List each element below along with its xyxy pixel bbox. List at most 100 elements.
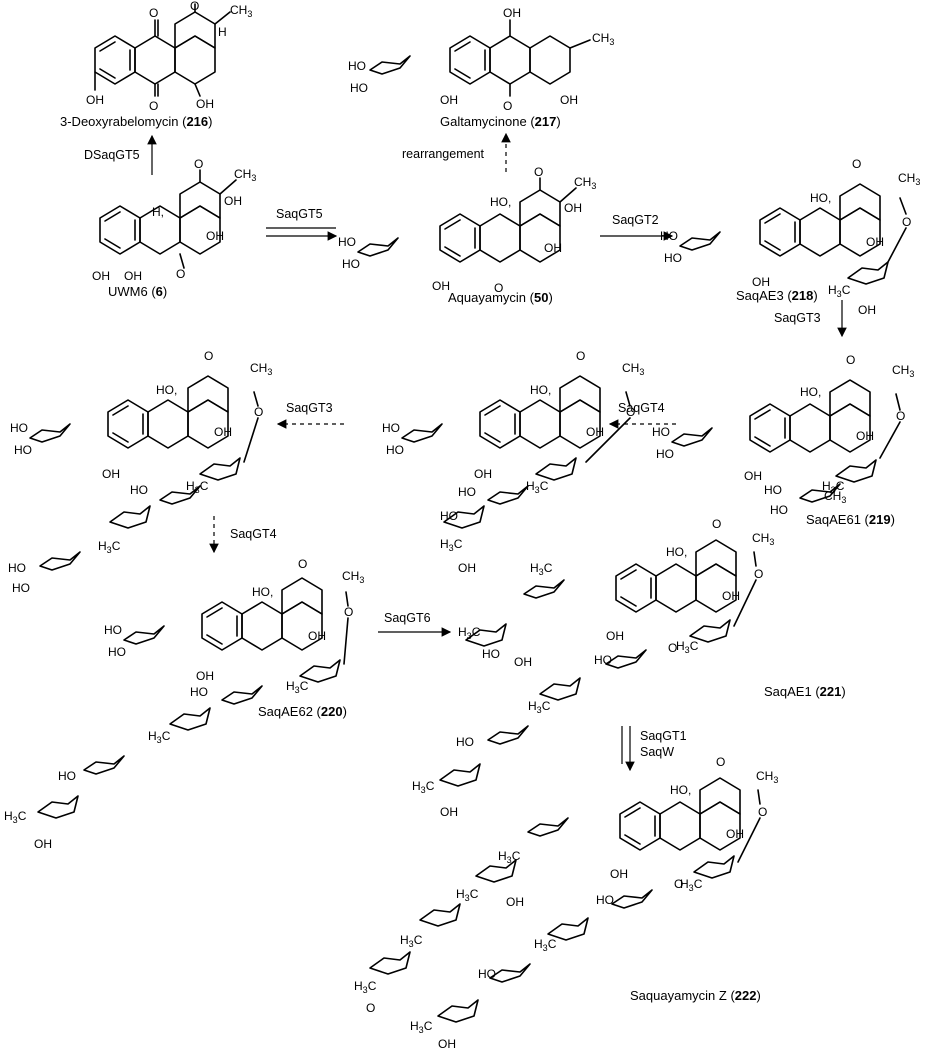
svg-text:OH: OH (196, 669, 214, 683)
svg-text:HO: HO (386, 443, 404, 457)
svg-text:O: O (503, 99, 512, 113)
svg-text:HO: HO (440, 509, 458, 523)
svg-text:OH: OH (206, 229, 224, 243)
svg-text:O: O (626, 405, 635, 419)
svg-text:CH3: CH3 (898, 171, 920, 187)
compound-222-label: Saquayamycin Z (222) (630, 988, 761, 1003)
svg-text:H3C: H3C (530, 561, 553, 577)
compound-50-label: Aquayamycin (50) (448, 290, 553, 305)
svg-text:OH: OH (744, 469, 762, 483)
svg-text:HO,: HO, (810, 191, 831, 205)
svg-text:HO: HO (8, 561, 26, 575)
svg-text:OH: OH (544, 241, 562, 255)
svg-text:HO: HO (596, 893, 614, 907)
svg-text:H3C: H3C (458, 625, 481, 641)
svg-text:HO: HO (770, 503, 788, 517)
compound-217-label: Galtamycinone (217) (440, 114, 561, 129)
enzyme-dsaqgt5: DSaqGT5 (84, 148, 140, 162)
svg-text:O: O (852, 157, 861, 171)
svg-text:H: H (218, 25, 227, 39)
svg-text:HO: HO (104, 623, 122, 637)
svg-text:O: O (149, 99, 158, 113)
enzyme-saqw: SaqW (640, 745, 674, 759)
svg-text:H3C: H3C (440, 537, 463, 553)
svg-text:CH3: CH3 (622, 361, 644, 377)
svg-text:O: O (254, 405, 263, 419)
svg-text:CH3: CH3 (342, 569, 364, 585)
svg-text:HO: HO (764, 483, 782, 497)
svg-text:OH: OH (86, 93, 104, 107)
svg-text:HO: HO (130, 483, 148, 497)
enzyme-saqgt1: SaqGT1 (640, 729, 687, 743)
svg-text:H3C: H3C (534, 937, 557, 953)
svg-text:HO: HO (348, 59, 366, 73)
svg-text:H3C: H3C (456, 887, 479, 903)
svg-text:O: O (190, 0, 199, 13)
svg-text:H3C: H3C (680, 877, 703, 893)
svg-text:OH: OH (308, 629, 326, 643)
svg-text:O: O (576, 349, 585, 363)
svg-text:CH3: CH3 (234, 167, 256, 183)
compound-216-structure: O O O CH3 H OH OH (86, 0, 252, 113)
svg-text:O: O (668, 641, 677, 655)
svg-text:H3C: H3C (528, 699, 551, 715)
svg-text:OH: OH (458, 561, 476, 575)
svg-text:OH: OH (586, 425, 604, 439)
svg-text:H3C: H3C (676, 639, 699, 655)
svg-text:O: O (344, 605, 353, 619)
svg-text:HO: HO (10, 421, 28, 435)
compound-218-label: SaqAE3 (218) (736, 288, 818, 303)
svg-text:OH: OH (34, 837, 52, 851)
svg-text:H3C: H3C (4, 809, 27, 825)
svg-text:HO: HO (12, 581, 30, 595)
svg-text:OH: OH (858, 303, 876, 317)
svg-text:OH: OH (432, 279, 450, 293)
svg-text:O: O (758, 805, 767, 819)
svg-text:O: O (366, 1001, 375, 1015)
compound-218-structure: O CH3 O HO, OH HO HO OH H3C OH (660, 157, 920, 317)
svg-text:HO: HO (338, 235, 356, 249)
svg-text:OH: OH (752, 275, 770, 289)
svg-text:CH3: CH3 (592, 31, 614, 47)
svg-text:HO: HO (478, 967, 496, 981)
svg-text:OH: OH (440, 93, 458, 107)
svg-text:H3C: H3C (148, 729, 171, 745)
svg-text:HO,: HO, (156, 383, 177, 397)
svg-text:OH: OH (506, 895, 524, 909)
svg-text:OH: OH (564, 201, 582, 215)
svg-text:CH3: CH3 (756, 769, 778, 785)
svg-text:O: O (204, 349, 213, 363)
compound-6-structure: O CH3 OH OH H, O OH OH (92, 157, 256, 283)
svg-text:O: O (298, 557, 307, 571)
svg-text:O: O (534, 165, 543, 179)
svg-text:O: O (176, 267, 185, 281)
svg-text:OH: OH (214, 425, 232, 439)
svg-text:OH: OH (196, 97, 214, 111)
svg-text:HO,: HO, (490, 195, 511, 209)
svg-text:OH: OH (102, 467, 120, 481)
svg-text:OH: OH (440, 805, 458, 819)
compound-219-label: SaqAE61 (219) (806, 512, 895, 527)
svg-text:O: O (149, 6, 158, 20)
svg-text:CH3: CH3 (250, 361, 272, 377)
svg-text:O: O (896, 409, 905, 423)
enzyme-saqgt6: SaqGT6 (384, 611, 431, 625)
svg-text:OH: OH (560, 93, 578, 107)
svg-text:O: O (494, 281, 503, 295)
compound-221-label: SaqAE1 (221) (764, 684, 846, 699)
svg-text:HO: HO (660, 229, 678, 243)
svg-text:OH: OH (514, 655, 532, 669)
enzyme-saqgt2: SaqGT2 (612, 213, 659, 227)
svg-text:CH3: CH3 (752, 531, 774, 547)
svg-text:HO,: HO, (670, 783, 691, 797)
svg-text:HO,: HO, (252, 585, 273, 599)
svg-text:HO: HO (108, 645, 126, 659)
svg-text:HO: HO (594, 653, 612, 667)
svg-text:HO: HO (14, 443, 32, 457)
svg-text:OH: OH (438, 1037, 456, 1050)
compound-6-label: UWM6 (6) (108, 284, 167, 299)
svg-text:OH: OH (224, 194, 242, 208)
intermediate-left-structure: O CH3 O HO, OH HO HO OH H3C HO H3C HO HO (8, 349, 272, 595)
svg-text:OH: OH (866, 235, 884, 249)
